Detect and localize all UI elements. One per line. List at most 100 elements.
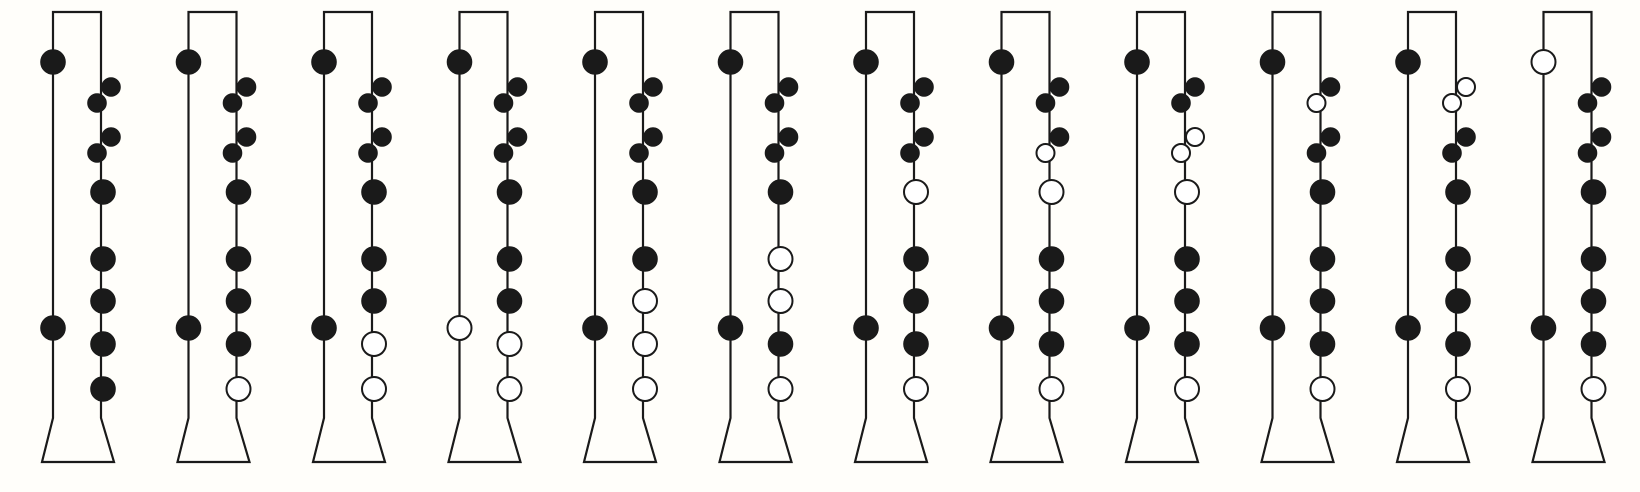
hole-tone-3-closed [903,288,929,314]
hole-tone-5-open [1038,376,1065,402]
hole-thumb-lower-closed [40,315,66,341]
instrument-body-outline [582,10,658,464]
hole-tone-5-open [632,376,658,402]
instrument-4 [446,10,528,464]
hole-key-b2-open [1171,143,1191,163]
instrument-body-outline [311,10,387,464]
hole-tone-5-open [767,376,794,402]
hole-tone-3-open [632,288,658,314]
instrument-8 [988,10,1070,464]
hole-tone-1-closed [1580,179,1607,205]
hole-tone-3-closed [90,288,116,314]
instrument-9 [1124,10,1205,464]
hole-key-b1-closed [778,127,799,147]
hole-tone-1-closed [632,179,658,205]
hole-tone-2-closed [903,246,929,272]
hole-tone-2-closed [361,246,387,272]
hole-key-a2-closed [222,93,243,113]
hole-key-a2-closed [1035,93,1056,113]
hole-tone-4-closed [1038,331,1065,357]
hole-tone-2-closed [225,246,252,272]
hole-tone-1-open [1038,179,1065,205]
hole-key-a2-closed [1171,93,1191,113]
hole-thumb-upper-closed [582,49,608,75]
hole-tone-1-closed [767,179,794,205]
hole-thumb-lower-closed [853,315,879,341]
instrument-body-outline [1260,10,1335,464]
instrument-body-outline [1124,10,1200,464]
hole-tone-2-closed [1038,246,1065,272]
hole-key-b1-closed [236,127,257,147]
hole-key-a2-closed [358,93,378,113]
hole-tone-4-open [361,331,387,357]
hole-thumb-upper-closed [446,49,473,75]
hole-thumb-lower-closed [1395,315,1421,341]
hole-tone-3-closed [1309,288,1336,314]
hole-tone-5-open [225,376,252,402]
hole-thumb-upper-closed [1124,49,1150,75]
hole-thumb-upper-closed [717,49,744,75]
hole-tone-1-closed [225,179,252,205]
hole-key-b2-open [1035,143,1056,163]
hole-thumb-upper-closed [988,49,1015,75]
hole-key-b1-closed [507,127,528,147]
hole-key-a1-closed [914,77,934,97]
hole-key-a2-closed [1577,93,1598,113]
hole-key-b1-closed [1591,127,1612,147]
instrument-body-outline [176,10,251,464]
hole-thumb-upper-closed [175,49,202,75]
hole-key-b1-closed [914,127,934,147]
hole-tone-1-open [1174,179,1200,205]
hole-tone-4-closed [1580,331,1607,357]
hole-thumb-upper-closed [1259,49,1286,75]
hole-tone-2-closed [632,246,658,272]
hole-key-a1-closed [1185,77,1205,97]
hole-key-b1-closed [372,127,392,147]
hole-thumb-upper-closed [311,49,337,75]
hole-tone-2-closed [90,246,116,272]
hole-tone-1-closed [1445,179,1471,205]
hole-tone-4-closed [225,331,252,357]
hole-key-b1-closed [1320,127,1341,147]
hole-tone-2-closed [1309,246,1336,272]
hole-key-a1-open [1456,77,1476,97]
hole-thumb-lower-closed [717,315,744,341]
hole-tone-4-closed [1309,331,1336,357]
hole-tone-5-open [361,376,387,402]
hole-tone-1-closed [90,179,116,205]
instrument-3 [311,10,392,464]
hole-key-a1-closed [507,77,528,97]
hole-tone-2-closed [1445,246,1471,272]
hole-tone-1-closed [361,179,387,205]
hole-key-b1-closed [643,127,663,147]
hole-tone-4-open [496,331,523,357]
instrument-2 [175,10,257,464]
hole-key-b2-closed [493,143,514,163]
hole-tone-3-closed [361,288,387,314]
instrument-body-outline [447,10,522,464]
hole-tone-5-closed [90,376,116,402]
instrument-11 [1395,10,1476,464]
hole-tone-1-open [903,179,929,205]
hole-key-a2-closed [900,93,920,113]
hole-key-a2-open [1442,93,1462,113]
hole-key-a2-closed [629,93,649,113]
instrument-body-outline [40,10,116,464]
instrument-body-outline [1395,10,1471,464]
hole-thumb-lower-open [446,315,473,341]
hole-tone-1-closed [1309,179,1336,205]
hole-tone-2-closed [496,246,523,272]
instrument-5 [582,10,663,464]
hole-tone-3-closed [1445,288,1471,314]
hole-thumb-lower-closed [1124,315,1150,341]
hole-key-a1-closed [643,77,663,97]
hole-tone-4-closed [767,331,794,357]
hole-thumb-lower-closed [1530,315,1557,341]
hole-key-a1-closed [236,77,257,97]
hole-key-a2-open [1306,93,1327,113]
instrument-body-outline [989,10,1064,464]
hole-tone-3-open [767,288,794,314]
hole-thumb-lower-closed [582,315,608,341]
hole-tone-3-closed [1174,288,1200,314]
